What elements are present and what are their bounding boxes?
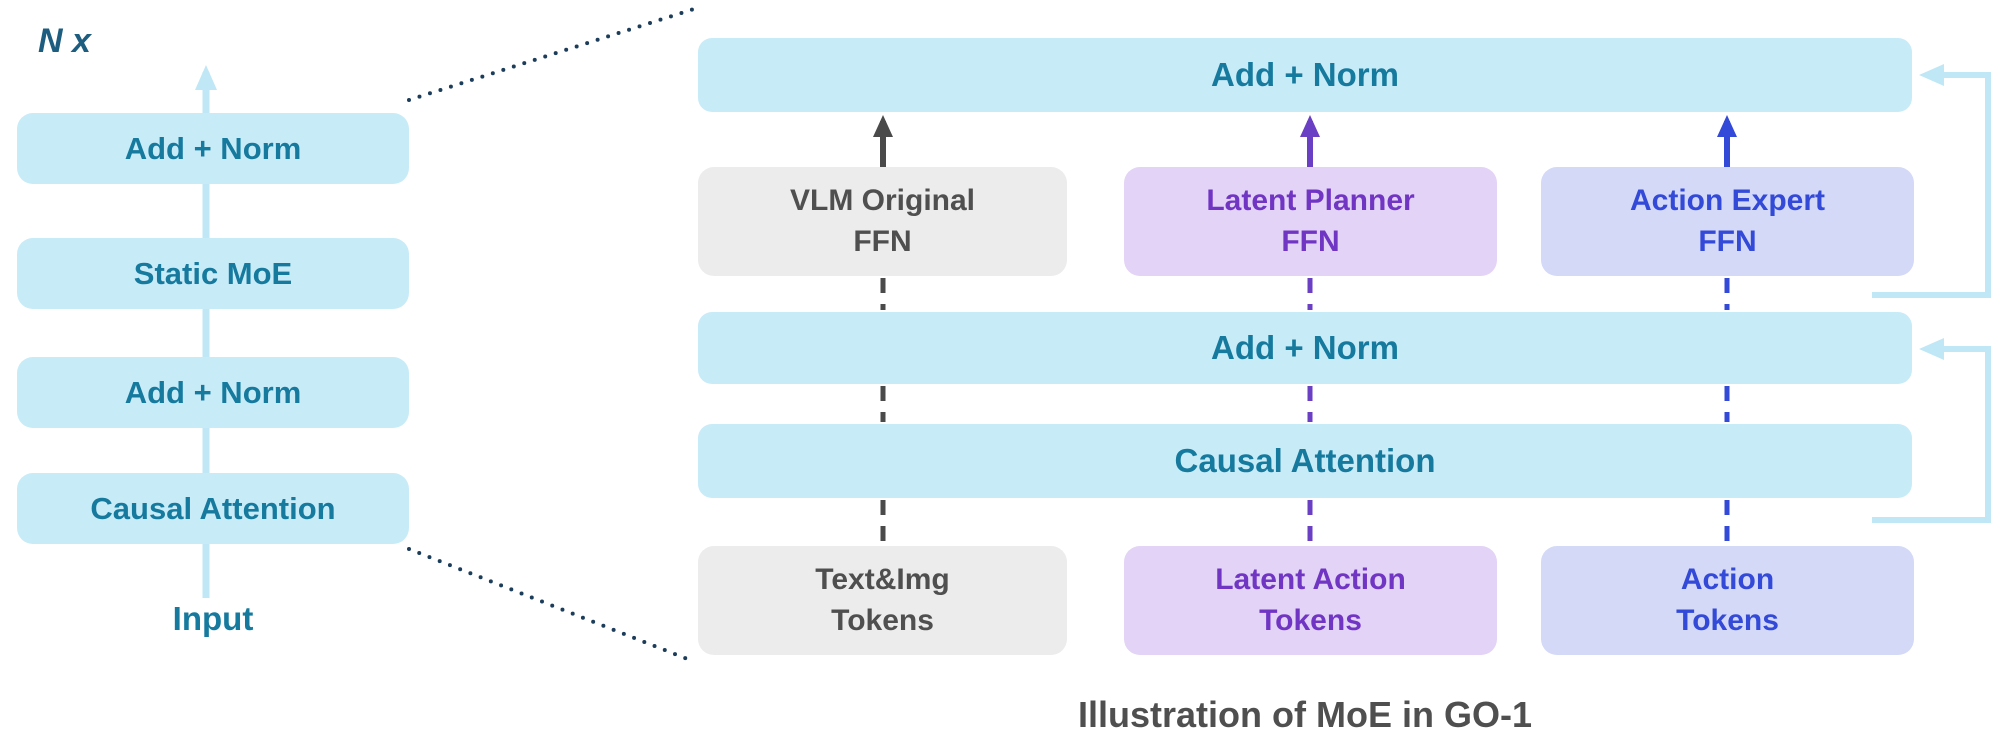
repeat-count-label: N x [38, 22, 91, 60]
latent-planner-ffn-box: Latent Planner FFN [1124, 167, 1497, 276]
action-expert-ffn-box: Action Expert FFN [1541, 167, 1914, 276]
vlm-original-ffn-box: VLM Original FFN [698, 167, 1067, 276]
zoom-guide-bottom-line [407, 547, 692, 662]
action-tokens-box: Action Tokens [1541, 546, 1914, 655]
latent-action-tokens-box: Latent Action Tokens [1124, 546, 1497, 655]
text-img-tokens-box: Text&Img Tokens [698, 546, 1067, 655]
mid-add-norm-bar: Add + Norm [698, 312, 1912, 384]
residual-connection-mid [1872, 338, 1991, 523]
input-label: Input [172, 600, 254, 637]
left-box-add-norm-top: Add + Norm [17, 113, 409, 184]
left-box-add-norm-bottom: Add + Norm [17, 357, 409, 428]
left-box-causal-attention: Causal Attention [17, 473, 409, 544]
diagram-caption: Illustration of MoE in GO-1 [1078, 694, 1532, 735]
causal-attention-bar: Causal Attention [698, 424, 1912, 498]
residual-connection-top [1872, 64, 1991, 298]
zoom-guide-top-line [407, 6, 699, 102]
left-box-static-moe: Static MoE [17, 238, 409, 309]
top-add-norm-bar: Add + Norm [698, 38, 1912, 112]
